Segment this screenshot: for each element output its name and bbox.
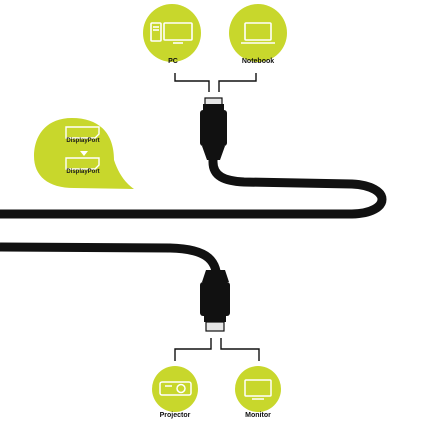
top-bracket [174, 73, 257, 92]
monitor-circle [235, 366, 281, 412]
down-arrow-icon [80, 151, 88, 156]
laptop-icon [241, 22, 275, 44]
notebook-label: Notebook [241, 58, 275, 65]
monitor-icon [244, 379, 272, 400]
pc-device [143, 4, 201, 62]
notebook-circle [229, 4, 287, 62]
notebook-device [229, 4, 287, 62]
displayport-icon-top [65, 126, 100, 139]
top-connector [200, 97, 227, 160]
projector-icon [159, 381, 192, 396]
bottom-connector [200, 270, 230, 332]
pc-tower-monitor-icon [150, 22, 193, 44]
cable-lower [0, 242, 222, 283]
projector-circle [152, 366, 198, 412]
monitor-label: Monitor [245, 412, 271, 419]
pc-circle [143, 4, 201, 62]
bubble-top-label: DisplayPort [66, 138, 100, 144]
pc-label: PC [168, 58, 178, 65]
projector-device [152, 366, 198, 412]
displayport-icon-bottom [65, 157, 100, 170]
bottom-bracket [174, 338, 260, 361]
projector-label: Projector [159, 412, 191, 419]
adapter-bubble [34, 118, 134, 189]
bubble-bottom-label: DisplayPort [66, 169, 100, 175]
monitor-device [235, 366, 281, 412]
cable [0, 150, 387, 219]
